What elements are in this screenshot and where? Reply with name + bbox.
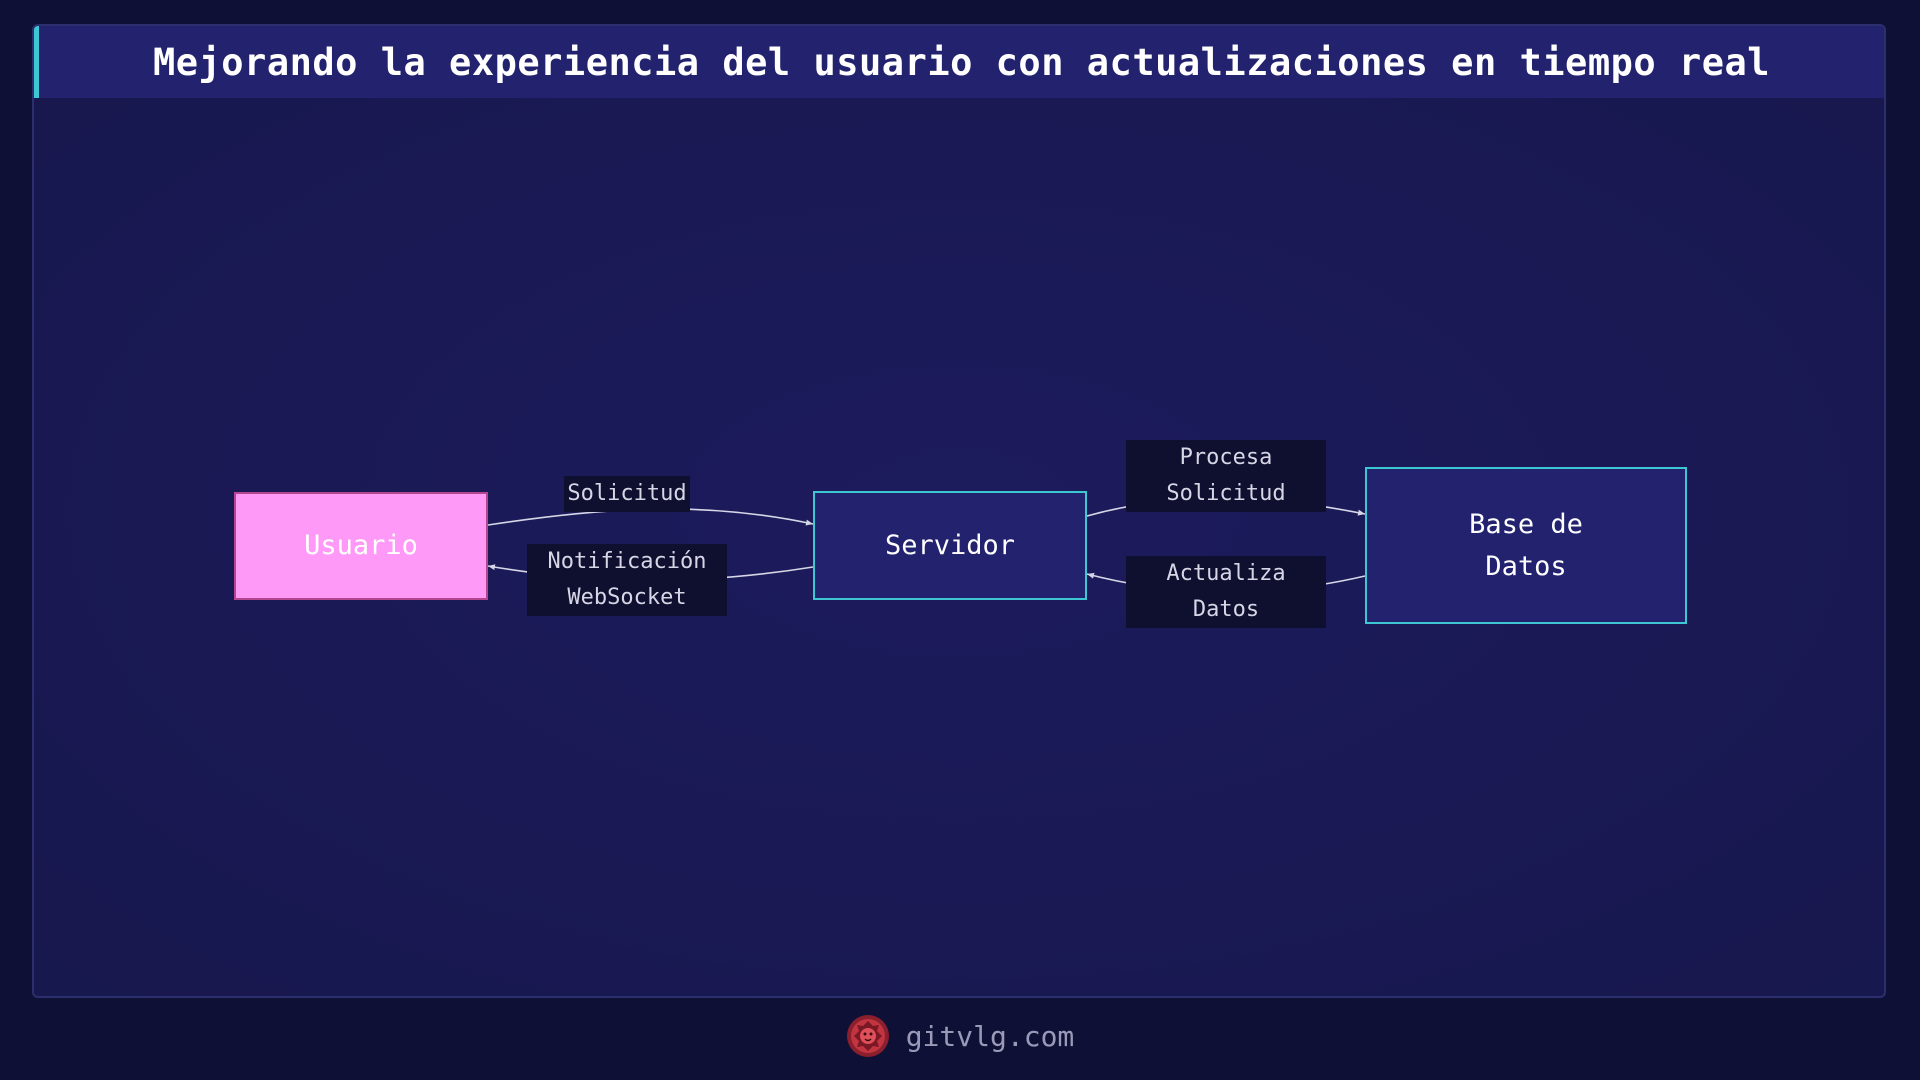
edge-label-solicitud: Solicitud xyxy=(564,476,690,512)
footer-site-link[interactable]: gitvlg.com xyxy=(905,1019,1075,1053)
lion-logo-icon xyxy=(846,1015,889,1057)
edge-label-update-data: Actualiza Datos xyxy=(1126,556,1326,628)
footer: gitvlg.com xyxy=(0,1010,1920,1062)
edge-label-process-request: Procesa Solicitud xyxy=(1126,440,1326,512)
node-user: Usuario xyxy=(234,492,488,600)
node-database: Base de Datos xyxy=(1365,467,1687,624)
page-title: Mejorando la experiencia del usuario con… xyxy=(152,40,1771,84)
edge-label-websocket-notification: Notificación WebSocket xyxy=(527,544,727,616)
node-server: Servidor xyxy=(813,491,1087,600)
title-bar: Mejorando la experiencia del usuario con… xyxy=(34,26,1884,98)
